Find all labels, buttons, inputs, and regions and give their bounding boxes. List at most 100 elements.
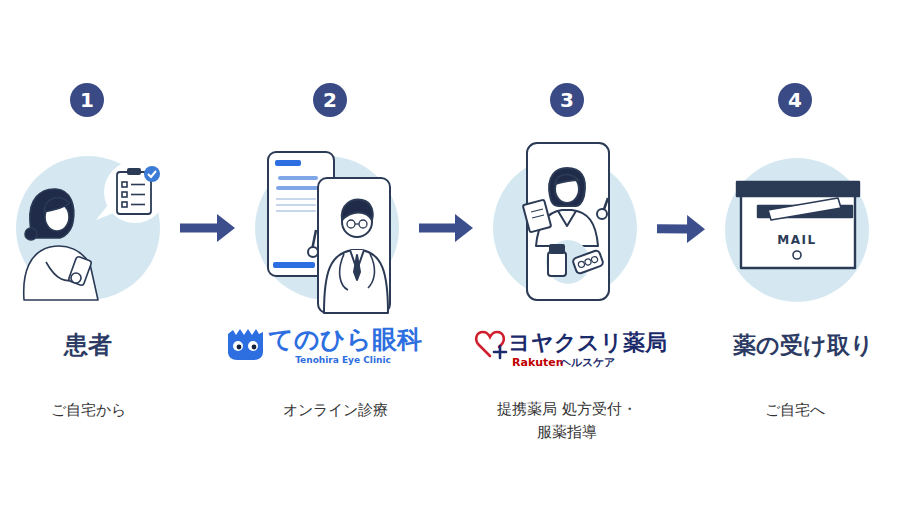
- pharmacist-hair: [549, 168, 585, 206]
- checklist-bubble: [96, 161, 166, 223]
- clinic-illustration: [268, 152, 390, 313]
- number-badge-fill: [313, 83, 347, 117]
- patient-face: [45, 203, 69, 231]
- screen-line: [276, 210, 316, 212]
- mascot-eye: [233, 341, 243, 351]
- step-number: 4: [778, 83, 812, 117]
- step-title: てのひら眼科: [268, 324, 438, 356]
- step-number: 2: [313, 83, 347, 117]
- check-line: [131, 204, 145, 206]
- step-description: 提携薬局 処方受付・服薬指導: [492, 398, 642, 444]
- patient-bangs: [44, 198, 70, 212]
- number-badge-fill: [550, 83, 584, 117]
- doctor-pen: [312, 230, 316, 250]
- screen-line: [276, 186, 318, 190]
- pill: [578, 261, 586, 269]
- pill: [584, 258, 592, 266]
- yoyakusuri-logo: [476, 332, 506, 358]
- step-number-text: 2: [313, 83, 347, 117]
- step-title: ヘルスケア: [560, 356, 650, 370]
- step-circle: 患者ご自宅から: [16, 156, 160, 300]
- screen-line: [276, 198, 316, 200]
- mascot-eye: [248, 341, 258, 351]
- check-mark: [148, 171, 156, 177]
- step-disc: [255, 156, 399, 300]
- step-disc: [725, 158, 869, 302]
- check-box: [122, 202, 127, 207]
- step-title: ヨヤクスリ薬局: [508, 329, 688, 357]
- step-disc: [16, 156, 160, 300]
- logo-plus: [494, 346, 506, 358]
- pill: [591, 256, 599, 264]
- step-title: 患者: [0, 330, 238, 360]
- step-description: オンライン診療: [185, 399, 485, 421]
- pharmacist-hand: [597, 209, 607, 219]
- clipboard-clip: [127, 168, 141, 175]
- screen-line: [278, 176, 318, 180]
- glass-bridge: [355, 223, 359, 224]
- medicine-bottle: [548, 252, 566, 276]
- patient-body: [24, 246, 98, 300]
- patient-arm: [46, 262, 78, 281]
- step-disc-fill: [16, 156, 160, 300]
- step-disc-fill: [725, 158, 869, 302]
- step-number-text: 4: [778, 83, 812, 117]
- patient-ponytail: [25, 228, 37, 240]
- doctor-hair: [342, 200, 373, 220]
- pharmacy-illustration: [523, 143, 609, 300]
- check-line: [131, 184, 145, 186]
- number-badge-fill: [778, 83, 812, 117]
- blister-sheet: [572, 250, 604, 275]
- doctor-face: [342, 207, 372, 237]
- patient-hair-back: [30, 189, 74, 238]
- check-line: [131, 194, 145, 196]
- checklist-lines: [122, 182, 145, 207]
- glass-lens: [359, 220, 367, 228]
- step-disc-fill: [493, 156, 637, 300]
- step-description: ご自宅から: [0, 399, 238, 421]
- flow-arrow: [180, 224, 218, 233]
- blister-pack: [572, 250, 604, 275]
- mascot-pupil: [252, 345, 257, 350]
- mailbox-body: [741, 196, 855, 268]
- paper-line: [531, 209, 543, 212]
- envelope: [768, 198, 841, 220]
- logo-heart: [476, 332, 504, 356]
- step-title: 薬の受け取り: [653, 330, 904, 360]
- step-number-text: 1: [70, 83, 104, 117]
- check-badge: [144, 166, 160, 182]
- bottle-cap: [550, 245, 564, 253]
- mailbox-label: MAIL: [777, 233, 816, 247]
- medicine-backdrop: [546, 240, 590, 284]
- pharmacist-coat: [536, 210, 598, 246]
- mailbox-lock: [793, 251, 801, 259]
- doctor-glasses: [347, 220, 367, 228]
- check-box: [122, 192, 127, 197]
- doctor-tie: [354, 255, 360, 280]
- mailbox-roof: [737, 182, 859, 196]
- glass-lens: [347, 220, 355, 228]
- number-badge-fill: [70, 83, 104, 117]
- step-description: ご自宅へ: [645, 399, 904, 421]
- mail-slot: [758, 206, 852, 217]
- screen-line: [276, 204, 316, 206]
- mailbox-illustration: [737, 182, 859, 268]
- bubble: [104, 161, 166, 223]
- tenohira-mascot: [228, 329, 263, 360]
- clipboard: [117, 172, 151, 214]
- pharmacist-collar: [558, 211, 576, 226]
- step-circle: 薬の受け取りご自宅へ: [725, 158, 869, 302]
- patient-hand: [71, 273, 81, 283]
- mascot-body: [228, 329, 263, 360]
- patient-phone: [68, 256, 92, 286]
- step-number: 3: [550, 83, 584, 117]
- patient-illustration: [24, 189, 98, 300]
- stethoscope: [340, 254, 375, 290]
- doctor-coat: [324, 250, 388, 313]
- check-box: [122, 182, 127, 187]
